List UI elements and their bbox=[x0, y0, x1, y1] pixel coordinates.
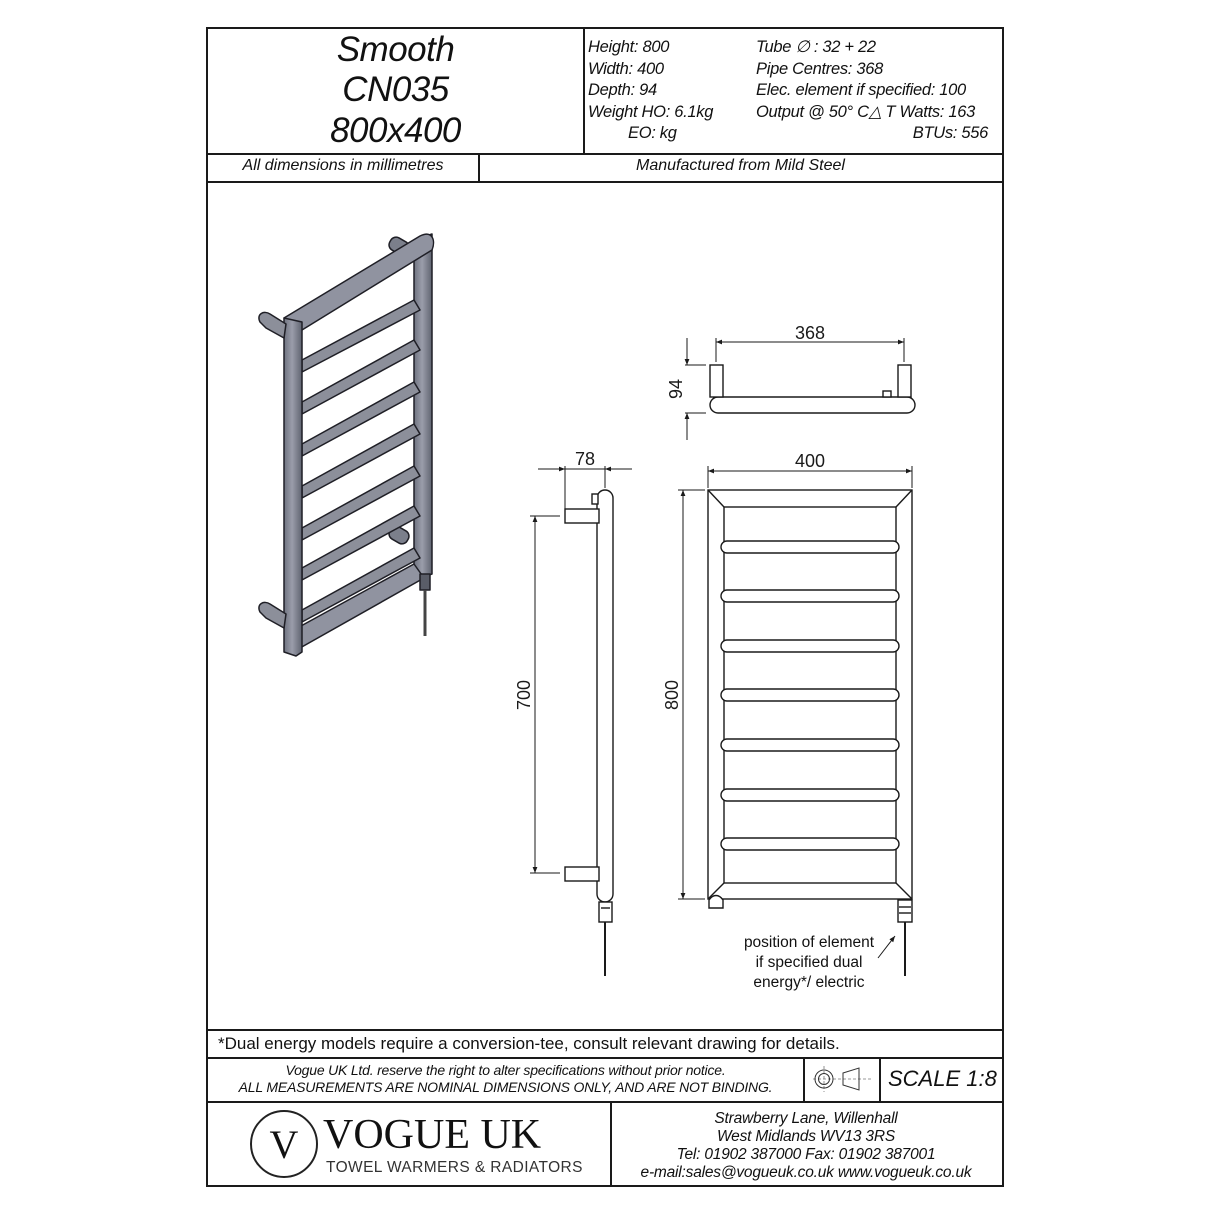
front-view bbox=[678, 466, 913, 976]
element-callout: position of element if specified dual en… bbox=[716, 933, 902, 993]
disclaimer-line-2: ALL MEASUREMENTS ARE NOMINAL DIMENSIONS … bbox=[238, 1079, 773, 1095]
brand-monogram: V bbox=[269, 1122, 299, 1167]
spec-pipe-centres: Pipe Centres: 368 bbox=[756, 60, 883, 78]
units-note: All dimensions in millimetres bbox=[242, 157, 444, 174]
header-divider bbox=[583, 29, 585, 153]
dimension-pipe-centres: 368 bbox=[795, 323, 825, 343]
product-size: 800x400 bbox=[330, 111, 461, 150]
dimension-width: 400 bbox=[795, 451, 825, 471]
brand-tagline: TOWEL WARMERS & RADIATORS bbox=[326, 1159, 583, 1176]
info-divider bbox=[478, 153, 480, 181]
spec-tube-diameter: Tube ∅ : 32 + 22 bbox=[756, 38, 876, 56]
dimension-projection: 78 bbox=[575, 449, 595, 469]
brand-monogram-circle: V bbox=[250, 1110, 318, 1178]
third-angle-projection-icon bbox=[811, 1064, 875, 1094]
disclaimer-line-1: Vogue UK Ltd. reserve the right to alter… bbox=[285, 1062, 726, 1078]
disclaimer-top-rule bbox=[208, 1057, 1002, 1059]
address-line-2: West Midlands WV13 3RS bbox=[717, 1128, 895, 1145]
disclaimer-divider bbox=[803, 1057, 805, 1101]
spec-weight-ho: Weight HO: 6.1kg bbox=[588, 103, 714, 121]
contact-email-web: e-mail:sales@vogueuk.co.uk www.vogueuk.c… bbox=[640, 1164, 972, 1181]
spec-btus: BTUs: 556 bbox=[912, 124, 989, 142]
isometric-view bbox=[258, 233, 435, 657]
brand-top-rule bbox=[208, 1101, 1002, 1103]
info-rule bbox=[208, 181, 1002, 183]
product-range: Smooth bbox=[336, 30, 455, 69]
top-view bbox=[684, 338, 916, 440]
spec-output-watts: Output @ 50° C△ T Watts: 163 bbox=[756, 103, 976, 121]
spec-element: Elec. element if specified: 100 bbox=[756, 81, 966, 99]
dual-energy-footnote: *Dual energy models require a conversion… bbox=[218, 1034, 840, 1053]
spec-depth: Depth: 94 bbox=[588, 81, 657, 99]
material-note: Manufactured from Mild Steel bbox=[636, 157, 845, 174]
callout-line-1: position of element bbox=[743, 934, 875, 951]
footnote-top-rule bbox=[208, 1029, 1002, 1031]
contact-phone-fax: Tel: 01902 387000 Fax: 01902 387001 bbox=[676, 1146, 936, 1163]
product-code: CN035 bbox=[342, 70, 449, 109]
spec-width: Width: 400 bbox=[588, 60, 664, 78]
dimension-bracket-centres: 700 bbox=[514, 680, 534, 710]
spec-weight-eo: EO: kg bbox=[628, 124, 677, 142]
brand-name: VOGUE UK bbox=[323, 1112, 542, 1158]
address-line-1: Strawberry Lane, Willenhall bbox=[714, 1110, 898, 1127]
brand-divider bbox=[610, 1101, 612, 1187]
dimension-depth: 94 bbox=[666, 379, 686, 399]
drawing-scale: SCALE 1:8 bbox=[888, 1066, 997, 1091]
scale-divider bbox=[879, 1057, 881, 1101]
callout-line-3: energy*/ electric bbox=[753, 974, 865, 991]
callout-line-2: if specified dual bbox=[755, 954, 863, 971]
side-view bbox=[530, 466, 632, 976]
technical-drawing-sheet: Smooth CN035 800x400 Height: 800 Width: … bbox=[206, 27, 1004, 1187]
dimension-height: 800 bbox=[662, 680, 682, 710]
header-rule bbox=[208, 153, 1002, 155]
spec-height: Height: 800 bbox=[588, 38, 670, 56]
